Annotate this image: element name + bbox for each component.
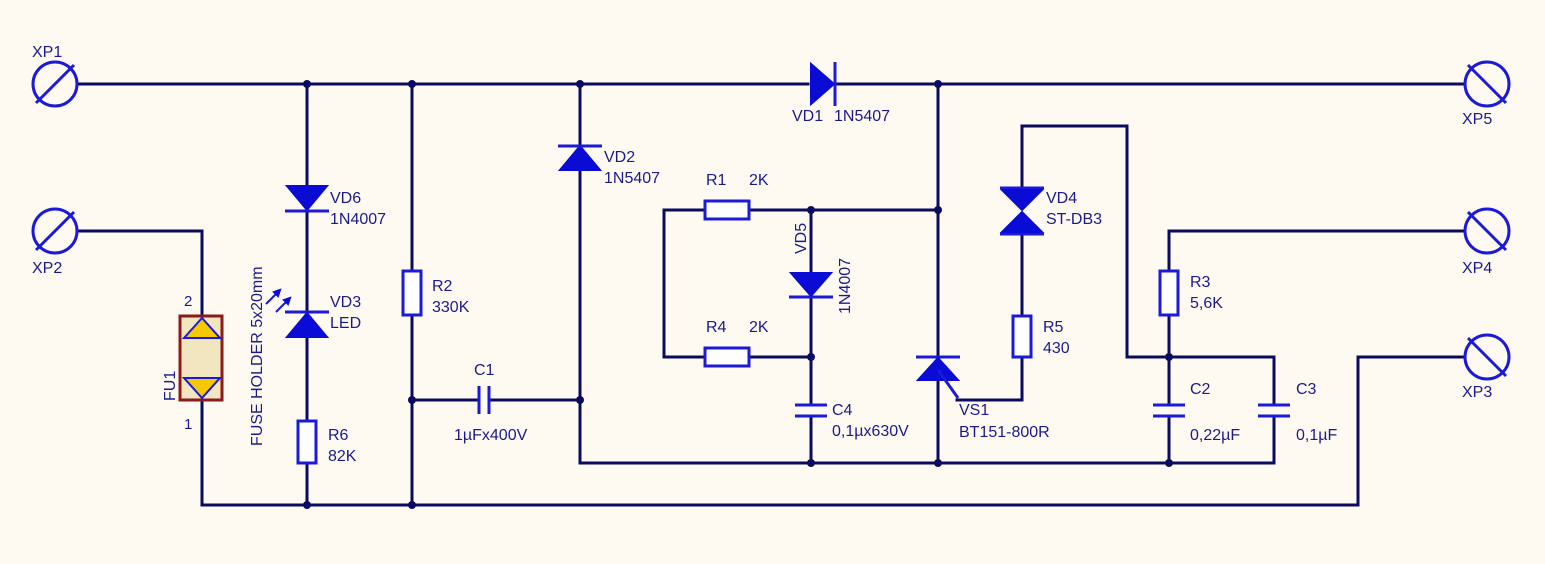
junction-dot <box>934 80 942 88</box>
junction-dot <box>408 396 416 404</box>
connector-label: XP3 <box>1462 384 1492 401</box>
fuse-ref-label: FU1 <box>162 371 179 401</box>
connector-label: XP5 <box>1462 111 1492 128</box>
resistor-r2: R2 330K <box>401 269 470 317</box>
capacitor-ref-label: C3 <box>1296 381 1317 398</box>
diode-vd1: VD1 1N5407 <box>792 61 890 125</box>
diode-ref-label: VD1 <box>792 108 823 125</box>
diac-vd4: VD4 ST-DB3 <box>999 186 1102 236</box>
diode-ref-label: VD5 <box>793 223 810 254</box>
connector-xp4: XP4 <box>1462 207 1511 277</box>
connector-xp2: XP2 <box>31 207 79 277</box>
capacitor-value-label: 1µFx400V <box>454 427 528 444</box>
junction-dot <box>408 501 416 509</box>
diode-value-label: 1N5407 <box>834 108 890 125</box>
capacitor-value-label: 0,1µx630V <box>832 423 909 440</box>
thyristor-ref-label: VS1 <box>959 402 989 419</box>
junction-dot <box>807 353 815 361</box>
capacitor-value-label: 0,1µF <box>1296 427 1337 444</box>
resistor-value-label: 430 <box>1043 340 1070 357</box>
junction-dots <box>303 80 1173 509</box>
wires <box>76 82 1467 507</box>
diode-value-label: LED <box>330 315 361 332</box>
resistor-ref-label: R4 <box>706 319 727 336</box>
junction-dot <box>303 80 311 88</box>
fuse-fu1: 2 1 FU1 FUSE HOLDER 5x20mm <box>162 266 266 446</box>
diode-vd6: VD6 1N4007 <box>284 185 386 228</box>
diode-ref-label: VD4 <box>1046 190 1077 207</box>
connector-xp1: XP1 <box>31 44 79 108</box>
capacitor-ref-label: C4 <box>832 402 853 419</box>
junction-dot <box>576 80 584 88</box>
junction-dot <box>807 459 815 467</box>
capacitor-c2: C2 0,22µF <box>1153 381 1240 444</box>
resistor-r6: R6 82K <box>296 419 357 465</box>
connector-label: XP2 <box>32 260 62 277</box>
diode-value-label: ST-DB3 <box>1046 211 1102 228</box>
resistor-ref-label: R1 <box>706 172 727 189</box>
diode-vd5: VD5 1N4007 <box>788 223 854 314</box>
junction-dot <box>934 459 942 467</box>
diode-value-label: 1N4007 <box>837 258 854 314</box>
resistor-ref-label: R5 <box>1043 319 1064 336</box>
diode-ref-label: VD2 <box>604 149 635 166</box>
junction-dot <box>807 206 815 214</box>
fuse-pin-label: 2 <box>184 293 192 310</box>
diode-ref-label: VD3 <box>330 294 361 311</box>
resistor-r3: R3 5,6K <box>1158 269 1223 317</box>
resistor-r1: R1 2K <box>703 172 769 221</box>
junction-dot <box>1165 459 1173 467</box>
resistor-value-label: 5,6K <box>1190 295 1223 312</box>
capacitor-c1: C1 1µFx400V <box>454 362 528 444</box>
diode-value-label: 1N5407 <box>604 170 660 187</box>
junction-dot <box>576 396 584 404</box>
diode-value-label: 1N4007 <box>330 211 386 228</box>
resistor-value-label: 2K <box>749 319 769 336</box>
fuse-holder-label: FUSE HOLDER 5x20mm <box>249 266 266 446</box>
resistor-r4: R4 2K <box>703 319 769 368</box>
capacitor-c4: C4 0,1µx630V <box>795 402 909 440</box>
junction-dot <box>408 80 416 88</box>
capacitor-ref-label: C1 <box>474 362 495 379</box>
connector-xp5: XP5 <box>1462 60 1511 128</box>
resistor-value-label: 330K <box>432 299 470 316</box>
diode-vd2: VD2 1N5407 <box>557 144 660 187</box>
connector-label: XP1 <box>32 44 62 61</box>
diode-ref-label: VD6 <box>330 190 361 207</box>
thyristor-vs1: VS1 BT151-800R <box>915 355 1050 441</box>
resistor-value-label: 2K <box>749 172 769 189</box>
resistor-ref-label: R3 <box>1190 274 1211 291</box>
junction-dot <box>303 501 311 509</box>
capacitor-ref-label: C2 <box>1190 381 1211 398</box>
resistor-value-label: 82K <box>328 448 357 465</box>
capacitor-c3: C3 0,1µF <box>1258 381 1337 444</box>
capacitor-value-label: 0,22µF <box>1190 427 1240 444</box>
resistor-ref-label: R6 <box>328 427 349 444</box>
led-vd3: VD3 LED <box>265 288 361 338</box>
connector-label: XP4 <box>1462 260 1492 277</box>
resistor-r5: R5 430 <box>1011 314 1070 359</box>
thyristor-value-label: BT151-800R <box>959 424 1050 441</box>
connector-xp3: XP3 <box>1462 333 1511 401</box>
fuse-pin-label: 1 <box>184 416 192 433</box>
junction-dot <box>1165 353 1173 361</box>
junction-dot <box>934 206 942 214</box>
resistor-ref-label: R2 <box>432 278 453 295</box>
